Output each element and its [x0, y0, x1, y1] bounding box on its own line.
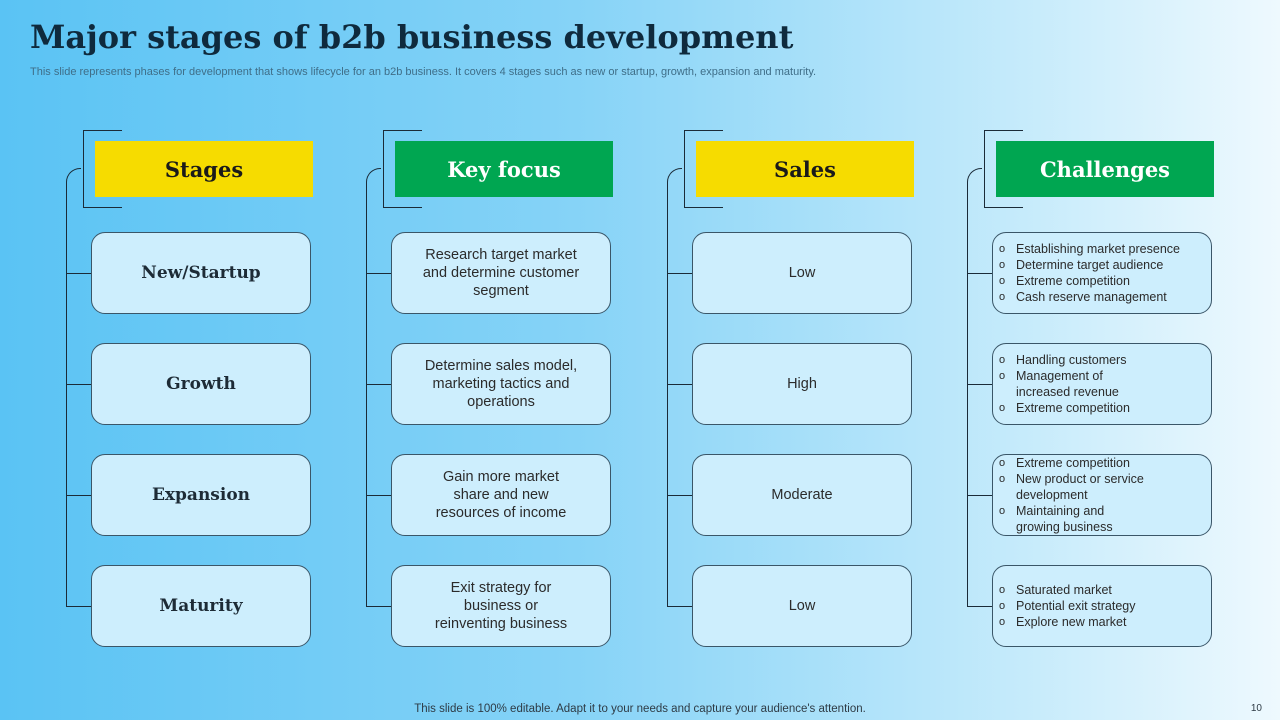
connector-tick [366, 606, 392, 607]
sales-card: High [692, 343, 912, 425]
connector-tick [66, 384, 92, 385]
key-focus-text: Exit strategy for business or reinventin… [434, 580, 568, 632]
stage-label: Growth [166, 374, 236, 394]
connector-tick [967, 495, 993, 496]
key-focus-card: Determine sales model, marketing tactics… [391, 343, 611, 425]
page-number: 10 [1250, 703, 1262, 714]
connector-tick [366, 384, 392, 385]
bullet-icon: o [999, 584, 1006, 596]
connector-tick [667, 606, 693, 607]
key-focus-header: Key focus [395, 141, 613, 197]
stages-column: Stages New/Startup Growth Expansion Matu… [66, 130, 316, 647]
sales-card: Low [692, 565, 912, 647]
connector-tick [967, 384, 993, 385]
stage-card-growth: Growth [91, 343, 311, 425]
header-bracket [984, 130, 1023, 208]
stage-label: Maturity [159, 596, 243, 616]
key-focus-card: Exit strategy for business or reinventin… [391, 565, 611, 647]
bullet-icon: o [999, 275, 1006, 287]
sales-column: Sales Low High Moderate Low [667, 130, 917, 647]
sales-card: Low [692, 232, 912, 314]
page-subtitle: This slide represents phases for develop… [30, 66, 817, 78]
stage-card-maturity: Maturity [91, 565, 311, 647]
connector-tick [66, 273, 92, 274]
header-bracket [383, 130, 422, 208]
key-focus-text: Research target market and determine cus… [422, 247, 580, 299]
key-focus-text: Gain more market share and new resources… [435, 469, 567, 521]
header-bracket [684, 130, 723, 208]
stage-card-expansion: Expansion [91, 454, 311, 536]
page-title: Major stages of b2b business development [30, 18, 794, 56]
stage-card-new-startup: New/Startup [91, 232, 311, 314]
bullet-icon: o [999, 402, 1006, 414]
sales-value: Low [788, 598, 816, 614]
challenges-header: Challenges [996, 141, 1214, 197]
bullet-icon: o [999, 600, 1006, 612]
bullet-icon: o [999, 616, 1006, 628]
stages-header: Stages [95, 141, 313, 197]
key-focus-card: Gain more market share and new resources… [391, 454, 611, 536]
connector-tick [66, 606, 92, 607]
key-focus-text: Determine sales model, marketing tactics… [424, 358, 578, 410]
stage-label: New/Startup [141, 263, 261, 283]
connector-tick [366, 273, 392, 274]
bullet-icon: o [999, 259, 1006, 271]
bullet-icon: o [999, 505, 1006, 517]
bullet-icon: o [999, 370, 1006, 382]
sales-value: Moderate [771, 487, 833, 503]
key-focus-column: Key focus Research target market and det… [366, 130, 616, 647]
sales-header: Sales [696, 141, 914, 197]
bullet-icon: o [999, 457, 1006, 469]
connector-tick [667, 273, 693, 274]
bullet-icon: o [999, 243, 1006, 255]
key-focus-card: Research target market and determine cus… [391, 232, 611, 314]
connector-spine [967, 168, 982, 607]
connector-tick [366, 495, 392, 496]
sales-card: Moderate [692, 454, 912, 536]
stage-label: Expansion [151, 485, 251, 505]
connector-spine [366, 168, 381, 607]
connector-spine [667, 168, 682, 607]
bullet-icon: o [999, 291, 1006, 303]
connector-spine [66, 168, 81, 607]
connector-tick [667, 495, 693, 496]
connector-tick [667, 384, 693, 385]
bullet-icon: o [999, 354, 1006, 366]
sales-value: High [787, 376, 817, 392]
connector-tick [66, 495, 92, 496]
sales-value: Low [788, 265, 816, 281]
header-bracket [83, 130, 122, 208]
bullet-icon: o [999, 473, 1006, 485]
connector-tick [967, 273, 993, 274]
connector-tick [967, 606, 993, 607]
footer-note: This slide is 100% editable. Adapt it to… [414, 703, 866, 715]
